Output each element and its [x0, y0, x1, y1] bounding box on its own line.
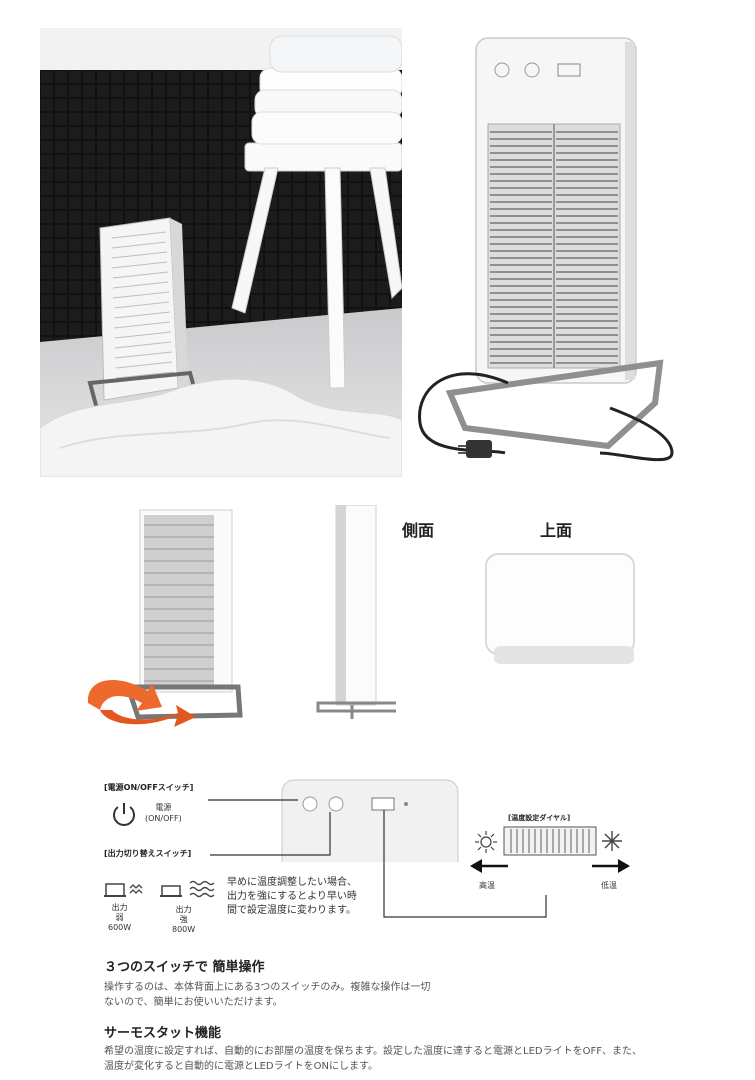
- high-output-icon: [160, 878, 220, 902]
- output-note: 早めに温度調整したい場合、出力を強にするとより早い時間で設定温度に変わります。: [227, 877, 357, 916]
- low-output-caption: 出力 弱 600W: [108, 903, 132, 932]
- power-caption: 電源 (ON/OFF): [145, 803, 182, 823]
- hot-label: 高温: [479, 881, 495, 890]
- thermo-text: 希望の温度に設定すれば、自動的にお部屋の温度を保ちます。設定した温度に達すると電…: [104, 1046, 642, 1072]
- heater-back-view: [418, 37, 674, 462]
- arrow-left-icon: [470, 858, 510, 874]
- snowflake-icon: [601, 830, 623, 852]
- back-panel-image: [280, 778, 460, 862]
- output-switch-tag: [出力切り替えスイッチ]: [104, 849, 192, 858]
- temperature-dial[interactable]: [503, 826, 597, 856]
- side-view-label: 側面: [402, 521, 435, 540]
- top-view-image: [480, 548, 640, 673]
- top-view-label: 上面: [540, 521, 573, 540]
- ops-heading: ３つのスイッチで 簡単操作: [104, 960, 265, 975]
- bathroom-scene: [40, 28, 402, 477]
- high-output-caption: 出力 強 800W: [172, 905, 196, 934]
- power-icon: [110, 800, 138, 828]
- thermo-heading: サーモスタット機能: [104, 1026, 222, 1041]
- low-output-icon: [104, 880, 148, 900]
- dial-tag: [温度設定ダイヤル]: [508, 814, 571, 822]
- lifestyle-photo: [40, 28, 402, 477]
- ops-text: 操作するのは、本体背面上にある3つのスイッチのみ。複雑な操作は一切ないので、簡単…: [104, 982, 431, 1008]
- cold-label: 低温: [601, 881, 617, 890]
- product-back-photo: [410, 28, 680, 468]
- power-switch-tag: [電源ON/OFFスイッチ]: [104, 783, 194, 792]
- sun-icon: [474, 830, 498, 854]
- side-view-image: [306, 504, 400, 725]
- front-view-image: [78, 505, 258, 745]
- arrow-right-icon: [590, 858, 630, 874]
